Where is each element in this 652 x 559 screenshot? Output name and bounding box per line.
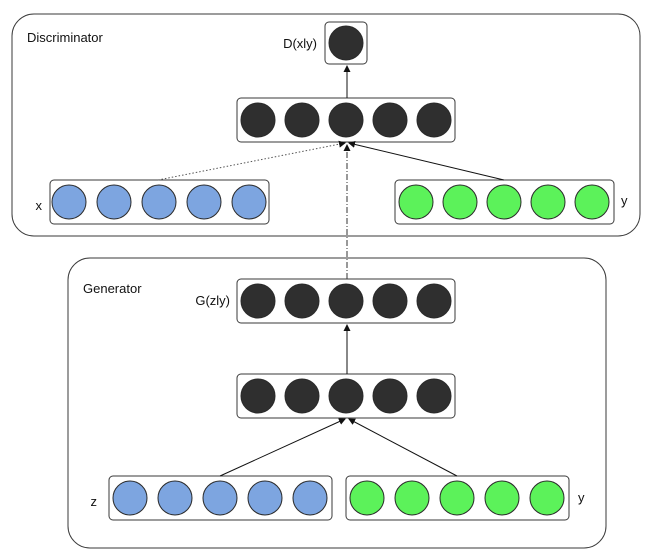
y-disc-input-node xyxy=(398,184,434,220)
y-gen-input-nodes xyxy=(349,480,565,516)
x-input-node xyxy=(51,184,87,220)
d-hidden-node xyxy=(240,102,276,138)
edge-x-to-d-hidden xyxy=(157,140,346,181)
y-gen-input-node xyxy=(529,480,565,516)
x-input-node xyxy=(186,184,222,220)
d-hidden-node xyxy=(372,102,408,138)
g-output-node xyxy=(284,283,320,319)
y-disc-label: y xyxy=(621,193,628,208)
z-input-node xyxy=(157,480,193,516)
g-hidden-node xyxy=(372,378,408,414)
z-input-node xyxy=(247,480,283,516)
y-gen-input-node xyxy=(484,480,520,516)
z-label: z xyxy=(91,494,98,509)
d-hidden-node xyxy=(328,102,364,138)
z-input-node xyxy=(202,480,238,516)
g-output-nodes xyxy=(240,283,452,319)
g-hidden-node xyxy=(416,378,452,414)
g-hidden-nodes xyxy=(240,378,452,414)
z-input-node xyxy=(112,480,148,516)
g-output-node xyxy=(240,283,276,319)
g-output-node xyxy=(416,283,452,319)
d-output-label: D(xly) xyxy=(283,36,317,51)
y-disc-input-node xyxy=(530,184,566,220)
g-hidden-node xyxy=(328,378,364,414)
x-input-node xyxy=(141,184,177,220)
edge-z-to-g-hidden xyxy=(219,418,346,477)
y-disc-input-node xyxy=(442,184,478,220)
edge-y-gen-to-g-hidden xyxy=(348,418,458,477)
d-hidden-node xyxy=(416,102,452,138)
discriminator-title: Discriminator xyxy=(27,30,104,45)
g-output-node xyxy=(328,283,364,319)
g-output-node xyxy=(372,283,408,319)
d-output-nodes xyxy=(328,25,364,61)
x-input-node xyxy=(96,184,132,220)
y-disc-input-node xyxy=(486,184,522,220)
x-input-node xyxy=(231,184,267,220)
z-input-nodes xyxy=(112,480,328,516)
x-label: x xyxy=(36,198,43,213)
y-gen-label: y xyxy=(578,490,585,505)
y-disc-input-node xyxy=(574,184,610,220)
d-hidden-nodes xyxy=(240,102,452,138)
g-hidden-node xyxy=(284,378,320,414)
x-input-nodes xyxy=(51,184,267,220)
y-gen-input-node xyxy=(394,480,430,516)
y-disc-input-nodes xyxy=(398,184,610,220)
generator-title: Generator xyxy=(83,281,142,296)
y-gen-input-node xyxy=(349,480,385,516)
y-gen-input-node xyxy=(439,480,475,516)
edge-y-disc-to-d-hidden xyxy=(348,140,505,181)
d-output-node xyxy=(328,25,364,61)
d-hidden-node xyxy=(284,102,320,138)
g-hidden-node xyxy=(240,378,276,414)
z-input-node xyxy=(292,480,328,516)
g-output-label: G(zly) xyxy=(195,293,230,308)
